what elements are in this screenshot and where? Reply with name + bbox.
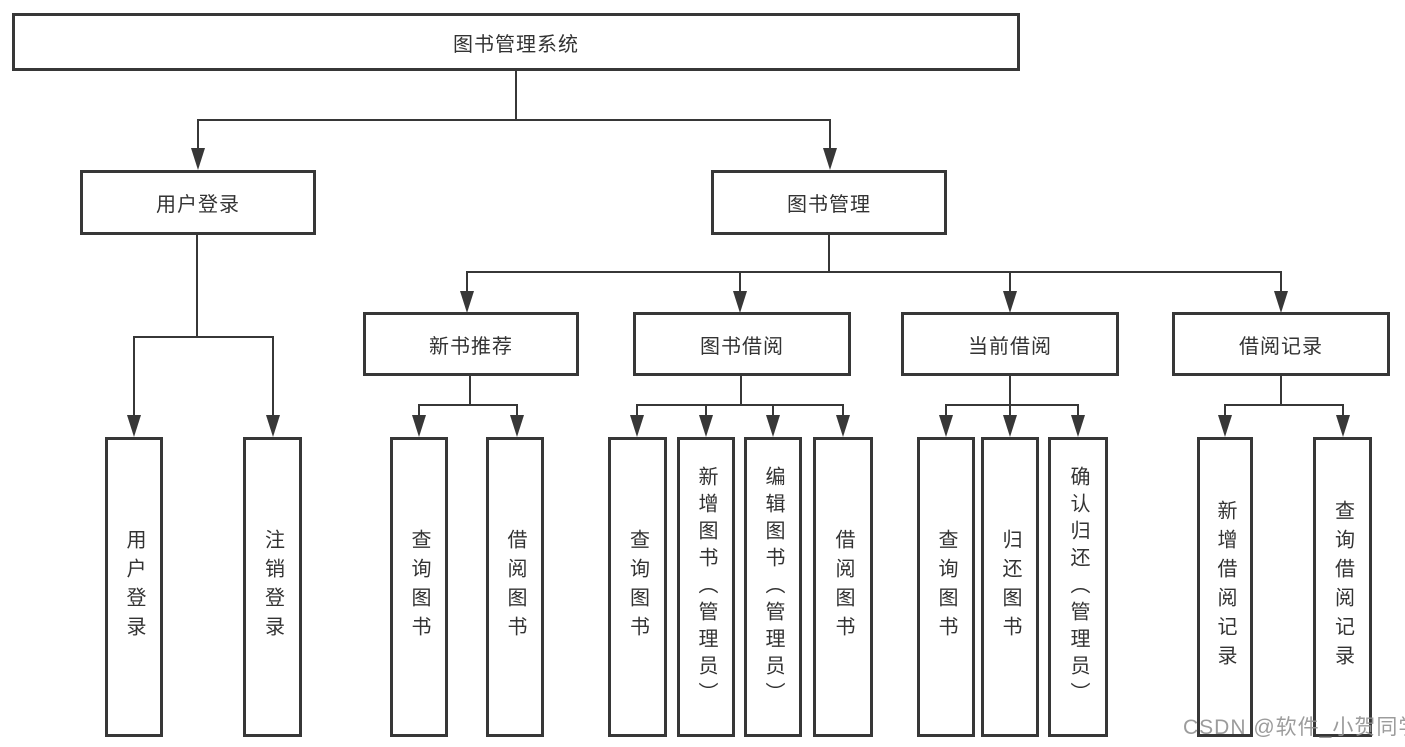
connector-line	[842, 404, 844, 420]
node-new-book-recommend: 新书推荐	[363, 312, 579, 376]
node-book-borrowing-label: 图书借阅	[700, 335, 784, 358]
leaf-borrow-books-1: 借阅图书	[486, 437, 544, 737]
node-root: 图书管理系统	[12, 13, 1020, 71]
watermark: CSDN @软件_小贺同学	[1183, 716, 1405, 739]
arrow-down-icon	[266, 415, 280, 437]
node-current-borrowing-label: 当前借阅	[968, 335, 1052, 358]
connector-line	[705, 404, 707, 420]
connector-line	[1009, 376, 1011, 406]
connector-line	[466, 271, 1282, 273]
leaf-user-login-label: 用户登录	[123, 529, 145, 645]
leaf-query-books-3-label: 查询图书	[935, 529, 957, 645]
leaf-edit-books-admin: 编辑图书（管理员）	[744, 437, 802, 737]
connector-line	[133, 336, 274, 338]
node-book-management: 图书管理	[711, 170, 947, 235]
connector-line	[636, 404, 638, 420]
node-book-management-label: 图书管理	[787, 194, 871, 216]
leaf-query-books-1-label: 查询图书	[408, 529, 430, 645]
arrow-down-icon	[733, 291, 747, 313]
leaf-borrow-books-2: 借阅图书	[813, 437, 873, 737]
leaf-logout: 注销登录	[243, 437, 302, 737]
node-new-book-recommend-label: 新书推荐	[429, 335, 513, 358]
arrow-down-icon	[1003, 291, 1017, 313]
connector-line	[418, 404, 518, 406]
arrow-down-icon	[412, 415, 426, 437]
connector-line	[1009, 404, 1011, 420]
connector-line	[1224, 404, 1344, 406]
connector-line	[636, 404, 844, 406]
leaf-add-books-admin: 新增图书（管理员）	[677, 437, 735, 737]
connector-line	[418, 404, 420, 420]
connector-line	[1077, 404, 1079, 420]
leaf-edit-books-admin-label: 编辑图书（管理员）	[762, 465, 784, 709]
connector-line	[272, 336, 274, 418]
leaf-query-books-2: 查询图书	[608, 437, 667, 737]
leaf-query-borrow-record-label: 查询借阅记录	[1331, 500, 1354, 674]
connector-line	[1009, 271, 1011, 295]
connector-line	[945, 404, 947, 420]
arrow-down-icon	[1274, 291, 1288, 313]
leaf-add-borrow-record: 新增借阅记录	[1197, 437, 1253, 737]
leaf-return-books: 归还图书	[981, 437, 1039, 737]
connector-line	[466, 271, 468, 295]
arrow-down-icon	[823, 148, 837, 170]
arrow-down-icon	[191, 148, 205, 170]
arrow-down-icon	[836, 415, 850, 437]
leaf-add-borrow-record-label: 新增借阅记录	[1214, 500, 1236, 674]
arrow-down-icon	[127, 415, 141, 437]
arrow-down-icon	[766, 415, 780, 437]
connector-line	[945, 404, 1079, 406]
leaf-confirm-return-admin-label: 确认归还（管理员）	[1067, 465, 1089, 709]
leaf-add-books-admin-label: 新增图书（管理员）	[695, 465, 717, 709]
leaf-query-books-3: 查询图书	[917, 437, 975, 737]
connector-line	[1280, 376, 1282, 406]
connector-line	[828, 234, 830, 273]
arrow-down-icon	[460, 291, 474, 313]
node-user-login-label: 用户登录	[156, 194, 240, 216]
connector-line	[739, 271, 741, 295]
leaf-borrow-books-2-label: 借阅图书	[832, 529, 854, 645]
node-borrow-records-label: 借阅记录	[1239, 335, 1323, 358]
arrow-down-icon	[510, 415, 524, 437]
leaf-borrow-books-1-label: 借阅图书	[504, 529, 526, 645]
arrow-down-icon	[1218, 415, 1232, 437]
node-root-label: 图书管理系统	[453, 33, 579, 56]
leaf-logout-label: 注销登录	[261, 529, 284, 645]
connector-line	[196, 234, 198, 338]
connector-line	[740, 376, 742, 406]
leaf-confirm-return-admin: 确认归还（管理员）	[1048, 437, 1108, 737]
connector-line	[829, 119, 831, 152]
connector-line	[469, 376, 471, 406]
leaf-query-books-2-label: 查询图书	[626, 529, 649, 645]
arrow-down-icon	[1336, 415, 1350, 437]
connector-line	[1342, 404, 1344, 420]
leaf-return-books-label: 归还图书	[999, 529, 1021, 645]
node-borrow-records: 借阅记录	[1172, 312, 1390, 376]
connector-line	[197, 119, 831, 121]
connector-line	[197, 119, 199, 152]
arrow-down-icon	[1071, 415, 1085, 437]
node-book-borrowing: 图书借阅	[633, 312, 851, 376]
arrow-down-icon	[1003, 415, 1017, 437]
connector-line	[1280, 271, 1282, 295]
connector-line	[1224, 404, 1226, 420]
connector-line	[515, 70, 517, 121]
connector-line	[516, 404, 518, 420]
arrow-down-icon	[699, 415, 713, 437]
arrow-down-icon	[630, 415, 644, 437]
node-user-login: 用户登录	[80, 170, 316, 235]
connector-line	[133, 336, 135, 418]
leaf-query-borrow-record: 查询借阅记录	[1313, 437, 1372, 737]
arrow-down-icon	[939, 415, 953, 437]
leaf-query-books-1: 查询图书	[390, 437, 448, 737]
node-current-borrowing: 当前借阅	[901, 312, 1119, 376]
connector-line	[772, 404, 774, 420]
leaf-user-login: 用户登录	[105, 437, 163, 737]
